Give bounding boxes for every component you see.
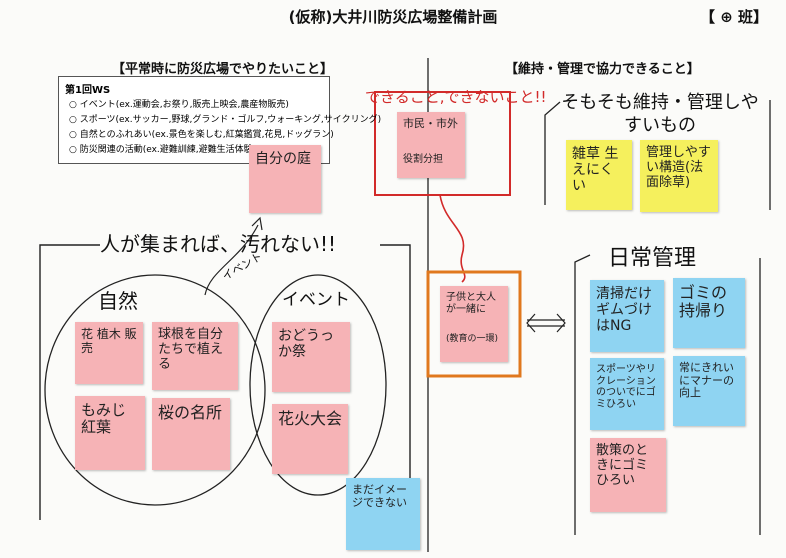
ws-item-disaster: ○ 防災関連の活動(ex.避難訓練,避難生活体験) bbox=[69, 145, 257, 155]
arrow-head-right bbox=[556, 313, 566, 333]
ws-item-sports: ○ スポーツ(ex.サッカー,野球,グランド・ゴルフ,ウォーキング,サイクリング… bbox=[69, 115, 382, 125]
red-frame bbox=[374, 91, 511, 196]
maintenance-frame bbox=[544, 100, 771, 210]
ws-item-event: ○ イベント(ex.運動会,お祭り,販売上映会,農産物販売) bbox=[69, 100, 289, 110]
sticky-bulbs: 球根を自分たちで植える bbox=[152, 322, 238, 390]
sticky-easy-manage: 管理しやすい構造(法面除草) bbox=[640, 140, 718, 212]
ws-summary-box: 第1回WS ○ イベント(ex.運動会,お祭り,販売上映会,農産物販売) ○ ス… bbox=[58, 76, 381, 164]
ws-item-nature: ○ 自然とのふれあい(ex.景色を楽しむ,紅葉鑑賞,花見,ドッグラン) bbox=[69, 130, 334, 140]
sticky-sakura: 桜の名所 bbox=[152, 398, 230, 470]
maintenance-header: そもそも維持・管理しやすいもの bbox=[561, 92, 759, 136]
daily-frame bbox=[574, 254, 761, 535]
sticky-momiji: もみじ紅葉 bbox=[75, 396, 145, 470]
event-oval bbox=[249, 274, 387, 496]
sticky-resident-wide: 市民・市外 役割分担 bbox=[397, 112, 465, 178]
can-cannot-handwriting: できること,できないこと!! bbox=[365, 88, 547, 106]
sticky-no-image: まだイメージできない bbox=[346, 478, 420, 550]
nature-label: 自然 bbox=[98, 289, 138, 313]
daily-management-header: 日常管理 bbox=[608, 246, 697, 271]
sticky-manners: 常にきれいにマナーの向上 bbox=[673, 356, 745, 426]
event-arrow-head bbox=[251, 216, 263, 231]
arrow-head-left bbox=[526, 313, 536, 333]
sticky-own-garden: 自分の庭 bbox=[249, 145, 321, 213]
left-section-heading: 【平常時に防災広場でやりたいこと】 bbox=[112, 62, 334, 77]
team-label: 【 ⊕ 班】 bbox=[699, 8, 768, 26]
slogan-handwriting: 人が集まれば、汚れない!! bbox=[100, 232, 337, 256]
sticky-hanabi: 花火大会 bbox=[272, 404, 348, 474]
ws-title: 第1回WS bbox=[65, 85, 111, 96]
sticky-kids-adults: 子供と大人が一緒に (教育の一環) bbox=[440, 286, 508, 362]
sticky-trash-home: ゴミの持帰り bbox=[673, 278, 745, 348]
sticky-weeds: 雑草 生えにくい bbox=[566, 140, 632, 210]
sticky-sports-trash: スポーツやリクレーションのついでにゴミひろい bbox=[590, 358, 664, 430]
event-arrow bbox=[204, 224, 259, 296]
nature-oval bbox=[44, 274, 266, 506]
event-label: イベント bbox=[282, 290, 350, 310]
page-title: (仮称)大井川防災広場整備計画 bbox=[288, 8, 498, 26]
sticky-walk-trash: 散策のときにゴミひろい bbox=[590, 438, 666, 512]
sticky-cleaning: 清掃だけギムづけはNG bbox=[590, 280, 664, 352]
red-connector bbox=[439, 194, 466, 283]
sticky-flowers: 花 植木 販売 bbox=[75, 322, 143, 384]
sticky-odori: おどうっか祭 bbox=[272, 322, 350, 392]
orange-frame bbox=[426, 270, 522, 378]
slogan-frame bbox=[39, 244, 411, 520]
right-section-heading: 【維持・管理で協力できること】 bbox=[505, 62, 700, 77]
